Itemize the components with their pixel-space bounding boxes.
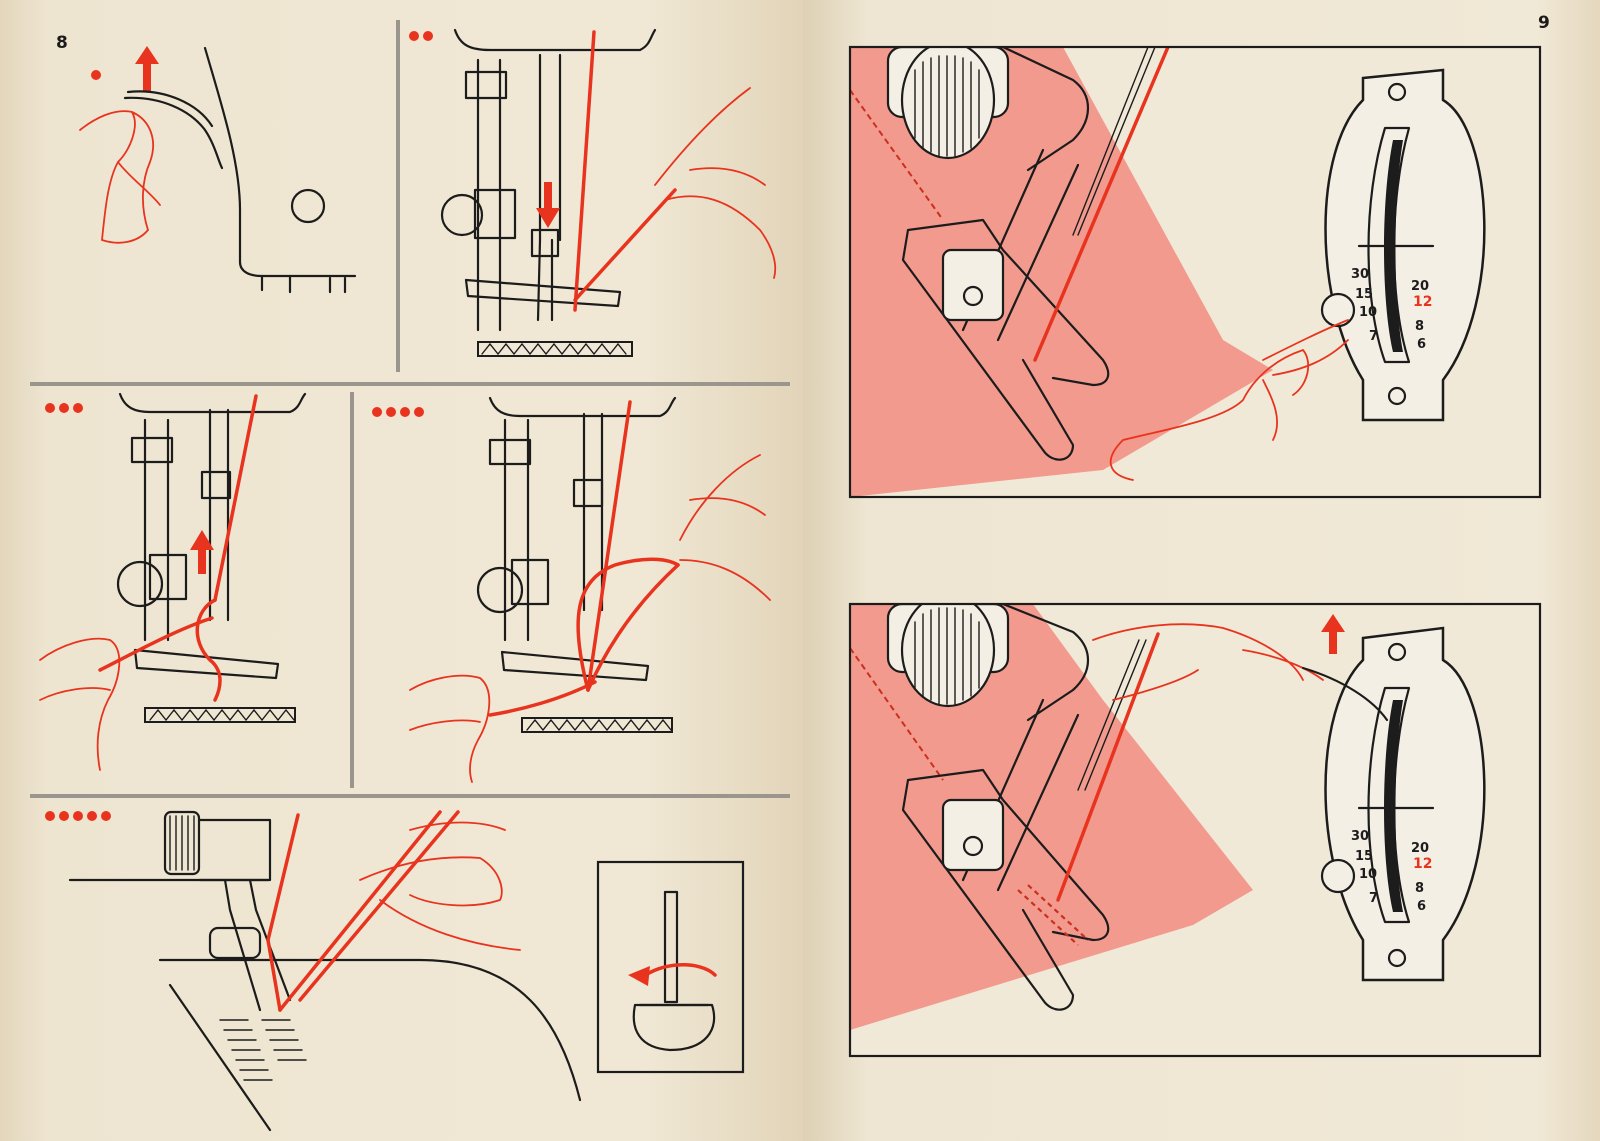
step-3-panel (39, 392, 307, 771)
page-number-right: 9 (1538, 13, 1550, 33)
stitch-length-panel-top: 30 15 10 7 20 12 8 6 (848, 45, 1542, 499)
dial-mark-right: 20 (1411, 841, 1429, 856)
fabric (850, 47, 1273, 497)
feed-dog (477, 341, 633, 357)
stitch-length-panel-bottom: 30 15 10 7 20 12 8 6 (848, 602, 1542, 1058)
knob (290, 188, 326, 224)
dial-mark-right: 20 (1411, 279, 1429, 294)
feed-dog (521, 717, 673, 733)
step-4-panel (372, 396, 771, 783)
page-number-left: 8 (56, 33, 68, 53)
step-5-panel (45, 810, 745, 1132)
panel-rules (30, 20, 790, 798)
dial-mark-left: 10 (1359, 867, 1377, 882)
red-dot-icon (73, 403, 83, 413)
feed-dog (144, 707, 296, 723)
red-dot-icon (414, 407, 424, 417)
fabric (850, 604, 1253, 1030)
feed-dog (219, 1019, 307, 1081)
inset-spindle (596, 860, 745, 1074)
red-dot-icon (372, 407, 382, 417)
stitch-dial: 30 15 10 7 20 12 8 6 (1320, 68, 1486, 422)
red-dot-icon (400, 407, 410, 417)
dial-mark-left: 15 (1355, 849, 1373, 864)
red-dot-icon (45, 811, 55, 821)
red-dot-icon (73, 811, 83, 821)
red-dot-icon (91, 70, 101, 80)
dial-mark-left: 15 (1355, 287, 1373, 302)
arrow-up-icon (190, 530, 214, 574)
dial-mark-right: 6 (1417, 899, 1426, 914)
stitch-dial: 30 15 10 7 20 12 8 6 (1320, 626, 1486, 982)
page-left: 8 (0, 0, 803, 1141)
red-dot-icon (386, 407, 396, 417)
dial-mark-right: 8 (1415, 881, 1424, 896)
red-dot-icon (423, 31, 433, 41)
dial-knob (1320, 292, 1356, 328)
red-dot-icon (101, 811, 111, 821)
arrow-down-icon (536, 182, 560, 228)
red-dot-icon (59, 403, 69, 413)
dial-mark-left: 7 (1369, 891, 1378, 906)
red-dot-icon (409, 31, 419, 41)
dial-mark-left: 10 (1359, 305, 1377, 320)
dial-mark-highlight: 12 (1413, 294, 1432, 310)
rotate-arrow-icon (628, 963, 717, 986)
dial-mark-left: 30 (1351, 267, 1369, 282)
arrow-up-icon (1321, 614, 1345, 654)
dial-mark-left: 30 (1351, 829, 1369, 844)
dial-knob (1320, 858, 1356, 894)
dial-mark-left: 7 (1369, 329, 1378, 344)
red-dot-icon (45, 403, 55, 413)
dial-mark-highlight: 12 (1413, 856, 1432, 872)
red-dot-icon (59, 811, 69, 821)
step-2-panel (409, 28, 777, 357)
dial-mark-right: 8 (1415, 319, 1424, 334)
step-1-panel (79, 46, 357, 294)
right-page-illustrations: 30 15 10 7 20 12 8 6 (848, 45, 1542, 1058)
left-page-illustrations (30, 20, 790, 1132)
dial-mark-right: 6 (1417, 337, 1426, 352)
arrow-up-icon (135, 46, 159, 92)
red-dot-icon (87, 811, 97, 821)
page-right: 9 (803, 0, 1600, 1141)
